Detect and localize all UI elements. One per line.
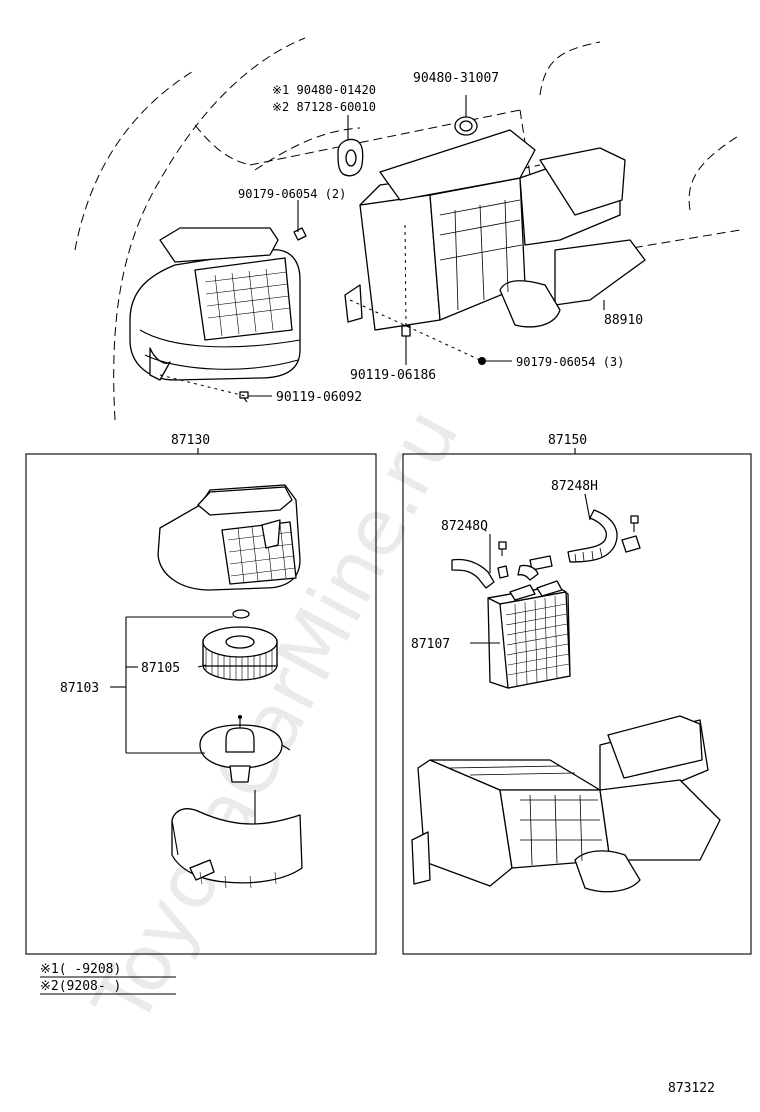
label-fan: 87105: [141, 661, 180, 676]
grommet-90480-31007: [454, 116, 478, 136]
figure-number: 873122: [668, 1081, 715, 1096]
label-nut-right: 90179-06054 (3): [516, 355, 624, 369]
nut-upper-icon: [293, 227, 307, 241]
label-motor-assy: 87103: [60, 681, 99, 696]
nut-right-icon: [478, 357, 486, 365]
legend-row-1: ※1( -9208): [40, 962, 121, 977]
bolt-center-icon: [401, 325, 411, 342]
leader-lines-top: [159, 95, 605, 397]
blower-case-lower: [171, 790, 303, 889]
blower-unit-top: [129, 227, 301, 381]
blower-case-upper: [157, 484, 301, 591]
bracket-87103: [110, 616, 233, 754]
heater-core-87107: [470, 580, 571, 689]
label-note2-part: ※2 87128-60010: [272, 100, 376, 114]
label-hose-h: 87248H: [551, 479, 598, 494]
leader-lines-right: [489, 493, 591, 573]
bolt-lower-icon: [239, 391, 249, 403]
blower-fan-87105: [202, 626, 278, 681]
label-bolt-center: 90119-06186: [350, 368, 436, 383]
clip-icons: [497, 515, 641, 579]
label-duct: 88910: [604, 313, 643, 328]
label-core: 87107: [411, 637, 450, 652]
right-box-frame: [402, 453, 752, 955]
heater-duct-assembly-top: [344, 129, 646, 331]
label-grommet: 90480-31007: [413, 71, 499, 86]
hose-87248q: [451, 555, 553, 589]
blower-motor: [199, 715, 291, 783]
legend: ※1( -9208) ※2(9208- ): [40, 962, 176, 995]
label-note1-part: ※1 90480-01420: [272, 83, 376, 97]
left-box-frame: [25, 453, 377, 955]
fan-clip-icon: [232, 609, 250, 619]
label-nut-upper: 90179-06054 (2): [238, 187, 346, 201]
grommet-note-part: [337, 138, 364, 177]
hose-87248h: [567, 509, 618, 563]
legend-row-2: ※2(9208- ): [40, 979, 121, 994]
label-bolt-lower: 90119-06092: [276, 390, 362, 405]
label-hose-q: 87248Q: [441, 519, 488, 534]
left-box-title: 87130: [171, 433, 210, 448]
right-box-title: 87150: [548, 433, 587, 448]
heater-case-right: [411, 715, 721, 893]
